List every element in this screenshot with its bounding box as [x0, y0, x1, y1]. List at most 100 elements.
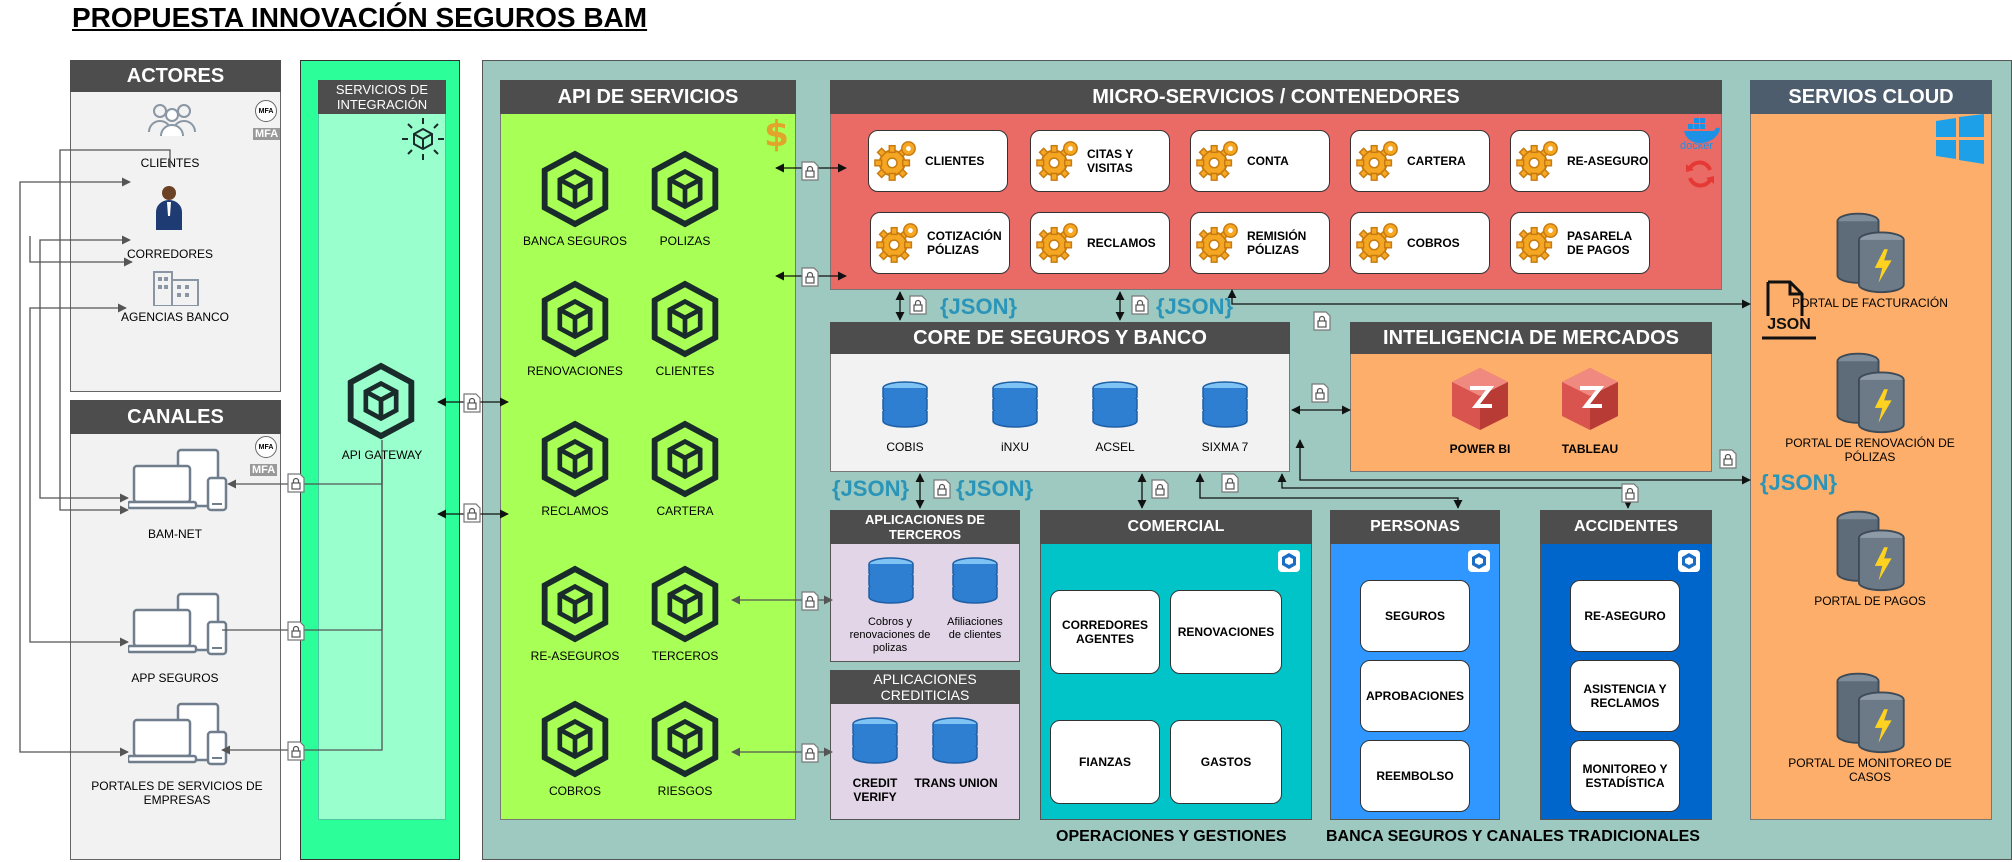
api-header: API DE SERVICIOS [500, 80, 796, 114]
api-service-icon[interactable] [540, 565, 610, 643]
api-gateway-icon[interactable] [346, 362, 416, 440]
microservice-card[interactable]: CARTERA [1350, 130, 1490, 192]
gear-icon [1515, 138, 1561, 184]
gear-icon [1355, 138, 1401, 184]
api-service-label: CARTERA [656, 504, 714, 518]
core-system-label: SIXMA 7 [1201, 440, 1249, 454]
microservice-card[interactable]: CLIENTES [868, 130, 1008, 192]
accidentes-card[interactable]: RE-ASEGURO [1570, 580, 1680, 652]
dollar-icon: $ [764, 114, 789, 152]
api-service-label: POLIZAS [659, 234, 711, 248]
inteligencia-header: INTELIGENCIA DE MERCADOS [1350, 322, 1712, 354]
personas-card[interactable]: SEGUROS [1360, 580, 1470, 652]
comercial-header: COMERCIAL [1040, 510, 1312, 544]
json-badge: {JSON} [956, 476, 1034, 501]
page-title: PROPUESTA INNOVACIÓN SEGUROS BAM [72, 2, 648, 33]
actor-agencias-banco: AGENCIAS BANCO [110, 310, 240, 324]
json-file-label: JSON [1767, 316, 1811, 333]
microservice-card[interactable]: RE-ASEGURO [1510, 130, 1650, 192]
actor-corredores: CORREDORES [126, 247, 213, 261]
personas-card[interactable]: APROBACIONES [1360, 660, 1470, 732]
cloud-portal-label: PORTAL DE FACTURACIÓN [1792, 296, 1948, 310]
microservice-card[interactable]: CITAS Y VISITAS [1030, 130, 1170, 192]
json-badge: {JSON} [1760, 470, 1838, 495]
api-service-label: BANCA SEGUROS [522, 234, 628, 248]
gear-icon [1195, 220, 1241, 266]
power-bi-icon[interactable] [1450, 366, 1510, 432]
crediticias-item-trans-union: TRANS UNION [914, 776, 998, 790]
microservice-label: REMISIÓN PÓLIZAS [1247, 229, 1307, 257]
comercial-card[interactable]: FIANZAS [1050, 720, 1160, 804]
device-icon [128, 702, 238, 772]
json-badge: {JSON} [832, 476, 910, 501]
cloud-portal-icon[interactable] [1830, 670, 1914, 754]
database-icon [1200, 380, 1250, 430]
database-icon [950, 556, 1000, 606]
canal-app-seguros: APP SEGUROS [131, 671, 219, 685]
comercial-card[interactable]: CORREDORES AGENTES [1050, 590, 1160, 674]
api-service-icon[interactable] [540, 150, 610, 228]
mfa-label: MFA [250, 464, 278, 476]
json-file-icon [1762, 280, 1816, 340]
api-service-icon[interactable] [650, 280, 720, 358]
api-gateway-label: API GATEWAY [341, 448, 423, 462]
api-service-label: CLIENTES [655, 364, 715, 378]
gear-icon [1035, 138, 1081, 184]
microservice-card[interactable]: REMISIÓN PÓLIZAS [1190, 212, 1330, 274]
comercial-card[interactable]: RENOVACIONES [1170, 590, 1282, 674]
tableau-icon[interactable] [1560, 366, 1620, 432]
gear-icon [875, 220, 921, 266]
accidentes-card[interactable]: MONITOREO Y ESTADÍSTICA [1570, 740, 1680, 812]
gear-icon [1035, 220, 1081, 266]
docker-label: docker [1680, 140, 1714, 152]
accidentes-card[interactable]: ASISTENCIA Y RECLAMOS [1570, 660, 1680, 732]
json-badge: {JSON} [940, 294, 1018, 319]
core-system-label: iNXU [1000, 440, 1029, 454]
api-service-icon[interactable] [540, 280, 610, 358]
microservice-card[interactable]: CONTA [1190, 130, 1330, 192]
canales-header: CANALES [70, 400, 281, 434]
cloud-portal-icon[interactable] [1830, 210, 1914, 294]
docker-icon [1684, 118, 1720, 143]
database-icon [990, 380, 1040, 430]
microservice-card[interactable]: COBROS [1350, 212, 1490, 274]
comercial-card[interactable]: GASTOS [1170, 720, 1282, 804]
gear-icon [1355, 220, 1401, 266]
crediticias-header: APLICACIONES CREDITICIAS [830, 670, 1020, 704]
gear-icon [1515, 220, 1561, 266]
personas-card[interactable]: REEMBOLSO [1360, 740, 1470, 812]
database-icon [866, 556, 916, 606]
bank-building-icon [153, 271, 199, 306]
database-icon [930, 716, 980, 766]
microservice-label: COTIZACIÓN PÓLIZAS [927, 229, 1002, 257]
api-service-icon[interactable] [650, 150, 720, 228]
api-service-icon[interactable] [650, 565, 720, 643]
microservice-card[interactable]: RECLAMOS [1030, 212, 1170, 274]
power-bi-label: POWER BI [1449, 442, 1511, 456]
crediticias-item-credit-verify: CREDIT VERIFY [852, 776, 898, 804]
mfa-label: MFA [253, 128, 281, 140]
actor-agencias-banco-label: AGENCIAS BANCO [120, 310, 230, 324]
cloud-portal-label: PORTAL DE RENOVACIÓN DE PÓLIZAS [1785, 436, 1955, 464]
footer-operaciones: OPERACIONES Y GESTIONES [1056, 828, 1287, 845]
cloud-portal-icon[interactable] [1830, 508, 1914, 592]
api-service-icon[interactable] [650, 420, 720, 498]
users-icon [148, 104, 196, 136]
api-service-icon[interactable] [540, 420, 610, 498]
integracion-header: SERVICIOS DE INTEGRACIÓN [318, 80, 446, 114]
micro-header: MICRO-SERVICIOS / CONTENEDORES [830, 80, 1722, 114]
microservice-card[interactable]: COTIZACIÓN PÓLIZAS [870, 212, 1010, 274]
api-service-icon[interactable] [650, 700, 720, 778]
mfa-badge: MFA [255, 436, 277, 458]
microservice-card[interactable]: PASARELA DE PAGOS [1510, 212, 1650, 274]
database-icon [880, 380, 930, 430]
microservice-label: RECLAMOS [1087, 236, 1156, 250]
terceros-item-afiliaciones: Afiliaciones de clientes [947, 616, 1003, 641]
api-service-icon[interactable] [540, 700, 610, 778]
database-icon [1090, 380, 1140, 430]
microservice-label: COBROS [1407, 236, 1460, 250]
microservice-label: CLIENTES [925, 154, 985, 168]
cloud-portal-icon[interactable] [1830, 350, 1914, 434]
core-system-label: ACSEL [1095, 440, 1135, 454]
api-service-label: RE-ASEGUROS [530, 649, 620, 663]
